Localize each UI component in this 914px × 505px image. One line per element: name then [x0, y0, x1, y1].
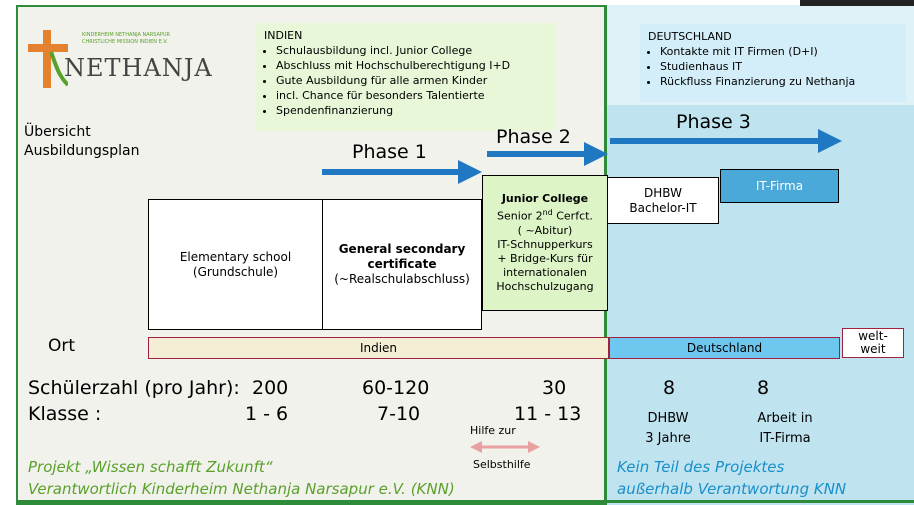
junior-line2: Senior 2nd Cerfct. [496, 206, 593, 224]
arbeit-line1: Arbeit in [757, 411, 813, 426]
junior-line5: + Bridge-Kurs für [497, 251, 593, 265]
schuelerzahl-200: 200 [252, 377, 289, 399]
dhbw-years-line2: 3 Jahre [645, 431, 691, 446]
hilfe-line2: Selbsthilfe [473, 458, 531, 471]
logo-name: NETHANJA [64, 54, 213, 82]
dhbw-line1: DHBW [644, 185, 682, 200]
secondary-line1: General secondary [338, 242, 466, 256]
indien-bar: Indien [148, 337, 609, 359]
germany-callout: DEUTSCHLAND Kontakte mit IT Firmen (D+I)… [640, 24, 906, 102]
dhbw-years: DHBW 3 Jahre [638, 409, 698, 449]
schuelerzahl-label: Schülerzahl (pro Jahr): [28, 377, 240, 399]
india-item: Spendenfinanzierung [276, 103, 548, 118]
secondary-line3: (~Realschulabschluss) [334, 272, 470, 286]
welt-line1: welt- [858, 329, 888, 343]
junior-line6: internationalen [503, 265, 587, 279]
weltweit-bar: welt- weit [842, 328, 904, 358]
klasse-7-10: 7-10 [377, 403, 421, 425]
junior-college-box: Junior College Senior 2nd Cerfct. ( ~Abi… [482, 175, 608, 311]
elementary-line1: Elementary school [179, 249, 292, 264]
germany-item: Kontakte mit IT Firmen (D+I) [660, 44, 898, 59]
junior-line7: Hochschulzugang [496, 279, 594, 293]
corner-frame [800, 0, 914, 6]
india-callout: INDIEN Schulausbildung incl. Junior Coll… [256, 23, 556, 131]
junior-line1: Junior College [501, 192, 589, 206]
junior-line2-sup: nd [542, 208, 553, 218]
responsibility-note: Verantwortlich Kinderheim Nethanja Narsa… [28, 480, 455, 498]
ort-label: Ort [48, 336, 76, 356]
dhbw-years-line1: DHBW [647, 411, 689, 426]
phase2-label: Phase 2 [496, 126, 571, 148]
logo-small-line1: KINDERHEIM NETHANJA NARSAPUR [82, 32, 171, 38]
outside-responsibility-note: außerhalb Verantwortung KNN [617, 480, 847, 498]
schuelerzahl-dhbw: 8 [663, 377, 676, 399]
junior-line2b: Cerfct. [552, 209, 593, 223]
junior-line2a: Senior 2 [497, 209, 543, 223]
cross-icon [28, 30, 68, 88]
schuelerzahl-60-120: 60-120 [362, 377, 430, 399]
schuelerzahl-30: 30 [542, 377, 567, 399]
elementary-school-box: Elementary school (Grundschule) [148, 199, 323, 330]
page-title: Übersicht Ausbildungsplan [24, 123, 139, 161]
title-line1: Übersicht [24, 124, 91, 140]
elementary-line2: (Grundschule) [192, 264, 279, 279]
phase1-label: Phase 1 [352, 141, 427, 163]
india-heading: INDIEN [264, 29, 303, 42]
logo: KINDERHEIM NETHANJA NARSAPUR CHRISTLICHE… [20, 30, 220, 90]
india-item: Gute Ausbildung für alle armen Kinder [276, 73, 548, 88]
junior-line3: ( ~Abitur) [517, 223, 573, 237]
germany-item: Studienhaus IT [660, 59, 898, 74]
schuelerzahl-it: 8 [757, 377, 770, 399]
germany-item: Rückfluss Finanzierung zu Nethanja [660, 74, 898, 89]
hilfe-line1: Hilfe zur [470, 424, 516, 437]
india-item: incl. Chance für besonders Talentierte [276, 88, 548, 103]
dhbw-line2: Bachelor-IT [629, 200, 697, 215]
not-project-note: Kein Teil des Projektes [617, 458, 785, 476]
dhbw-box: DHBW Bachelor-IT [607, 177, 719, 224]
india-item: Schulausbildung incl. Junior College [276, 43, 548, 58]
logo-small-line2: CHRISTLICHE MISSION INDIEN E.V. [82, 39, 168, 45]
klasse-11-13: 11 - 13 [514, 403, 582, 425]
deutschland-bar: Deutschland [609, 337, 840, 359]
secondary-line2: certificate [367, 257, 437, 271]
it-firma-box: IT-Firma [720, 169, 839, 203]
project-title: Projekt „Wissen schafft Zukunft“ [28, 458, 273, 476]
arbeit-line2: IT-Firma [759, 431, 811, 446]
phase3-label: Phase 3 [676, 111, 751, 133]
germany-heading: DEUTSCHLAND [648, 30, 732, 43]
secondary-certificate-box: General secondary certificate (~Realschu… [322, 199, 482, 330]
india-item: Abschluss mit Hochschulberechtigung I+D [276, 58, 548, 73]
title-line2: Ausbildungsplan [24, 143, 140, 159]
arbeit-itfirma: Arbeit in IT-Firma [745, 409, 825, 449]
bottom-border [16, 500, 914, 503]
klasse-label: Klasse : [28, 403, 102, 425]
junior-line4: IT-Schnupperkurs [497, 237, 593, 251]
welt-line2: weit [860, 342, 886, 356]
klasse-1-6: 1 - 6 [245, 403, 289, 425]
